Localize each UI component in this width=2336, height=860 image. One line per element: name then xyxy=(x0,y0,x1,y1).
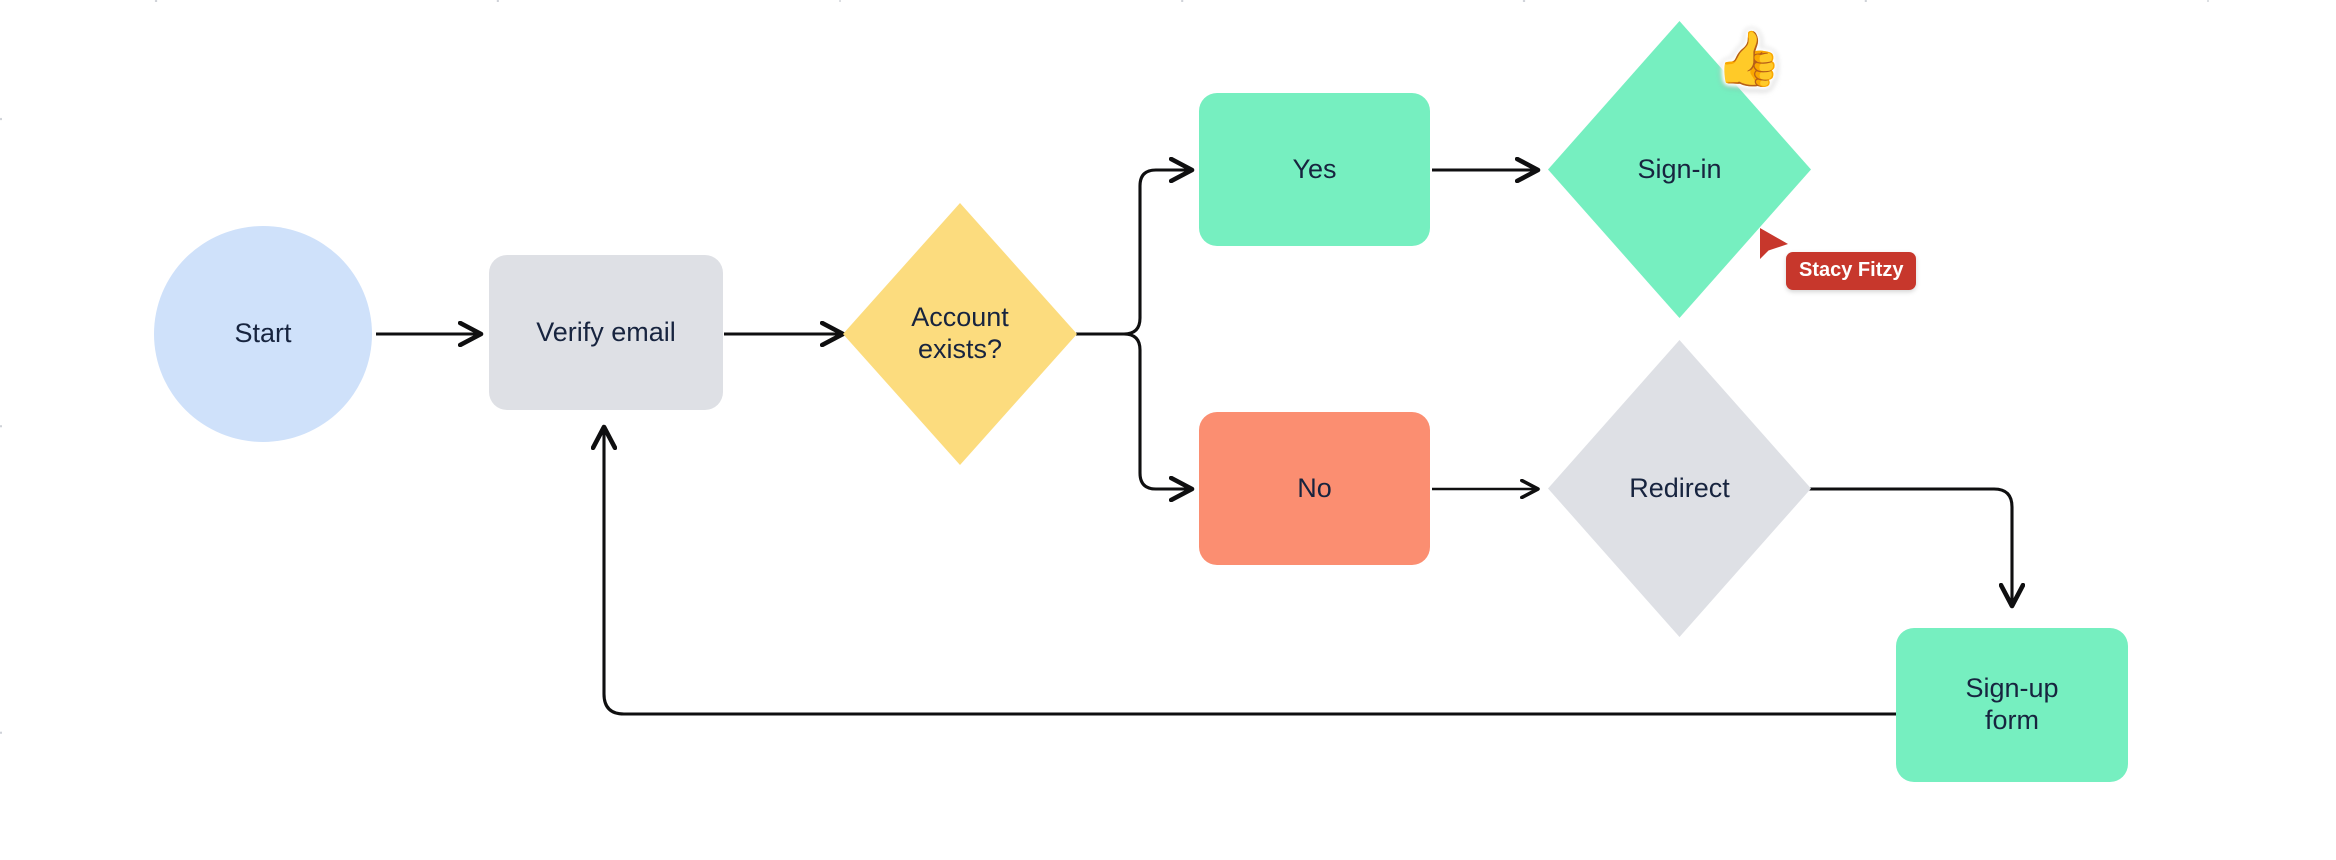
cursor-pointer-icon xyxy=(1760,228,1788,259)
edge-account-to-yes xyxy=(1076,170,1192,336)
node-no-label: No xyxy=(1297,472,1332,503)
node-verify-email-label: Verify email xyxy=(536,316,676,347)
node-sign-in[interactable]: Sign-in xyxy=(1548,21,1811,318)
node-start[interactable]: Start xyxy=(154,226,372,442)
collaborator-name-badge: Stacy Fitzy xyxy=(1786,252,1917,290)
node-yes-label: Yes xyxy=(1292,153,1337,184)
thumbs-up-icon[interactable]: 👍 xyxy=(1715,29,1783,89)
node-sign-up-form[interactable]: Sign-up form xyxy=(1896,628,2128,782)
node-account-exists-label: Account exists? xyxy=(911,302,1009,364)
node-sign-in-label: Sign-in xyxy=(1637,153,1722,184)
node-yes[interactable]: Yes xyxy=(1199,93,1430,246)
node-redirect-label: Redirect xyxy=(1629,472,1730,503)
node-redirect[interactable]: Redirect xyxy=(1548,340,1811,637)
node-start-label: Start xyxy=(234,318,292,349)
edge-account-to-no xyxy=(1076,332,1192,489)
node-no[interactable]: No xyxy=(1199,412,1430,565)
node-verify-email[interactable]: Verify email xyxy=(489,255,723,410)
node-account-exists[interactable]: Account exists? xyxy=(843,203,1077,465)
edge-redirect-to-signup xyxy=(1808,487,2012,606)
node-sign-up-form-label: Sign-up form xyxy=(1965,673,2059,735)
collaborator-cursor: Stacy Fitzy xyxy=(1758,226,1917,290)
